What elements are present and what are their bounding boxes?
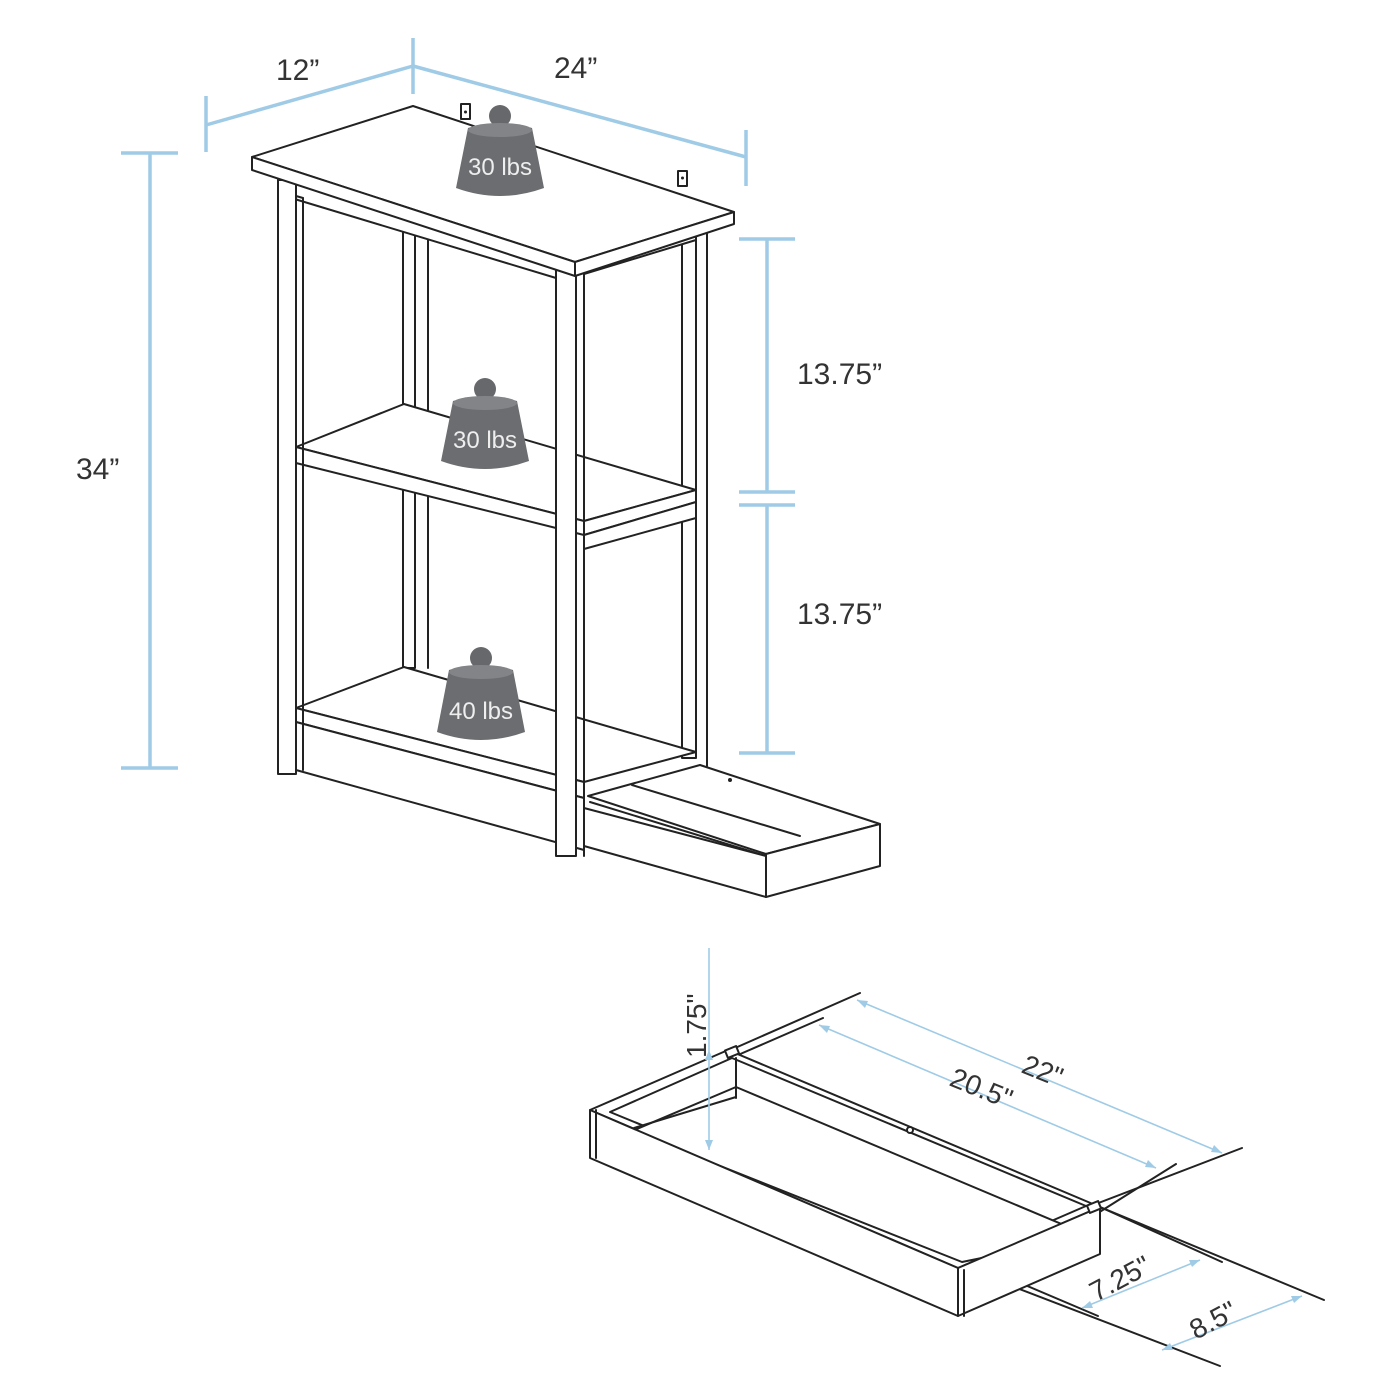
drawer-detail-drawing [589,992,1325,1367]
drawer-inner-width-dimension-line [1081,1259,1201,1309]
lower-gap-dimension-line [739,503,795,755]
drawer-outer-length-dimension-line [856,999,1223,1154]
width-label: 24” [554,52,597,85]
weight-label-middle: 30 lbs [453,427,517,454]
shelf-unit-drawing [251,103,881,898]
upper-gap-label: 13.75” [797,358,882,391]
weight-icon-middle [441,378,529,469]
weight-label-top: 30 lbs [468,154,532,181]
drawer-outer-width-dimension-line [1161,1295,1303,1351]
drawer-inner-length-dimension-line [818,1024,1157,1169]
drawer-outer-length-label: 22" [1018,1049,1068,1093]
weight-icon-bottom [437,647,525,740]
drawer-height-dimension-line [705,948,713,1150]
height-label: 34” [76,453,119,486]
width-dimension-line [412,64,748,186]
upper-gap-dimension-line [739,237,795,494]
weight-icon-top [456,105,544,196]
drawer-inner-width-label: 7.25" [1084,1250,1155,1308]
depth-label: 12” [276,54,319,87]
weight-label-bottom: 40 lbs [449,698,513,725]
drawer-height-label: 1.75" [681,994,712,1058]
height-dimension-line [121,151,178,770]
drawer-inner-length-label: 20.5" [946,1062,1017,1115]
lower-gap-label: 13.75” [797,598,882,631]
